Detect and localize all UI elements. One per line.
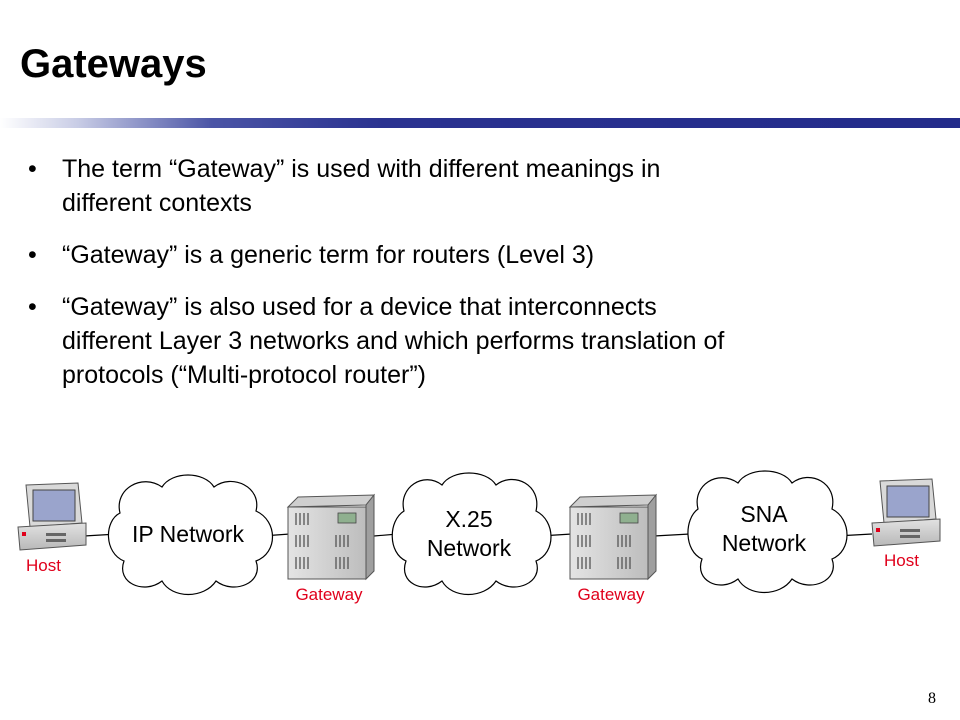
x25-network-cloud	[391, 472, 552, 595]
gateway-server-icon	[286, 493, 376, 581]
gateway-right-label: Gateway	[577, 585, 645, 604]
host-right-label: Host	[884, 551, 919, 570]
bullet-text-line: different Layer 3 networks and which per…	[62, 327, 725, 355]
sna-network-cloud	[687, 470, 848, 593]
host-computer-icon	[871, 478, 941, 547]
bullet-list: • The term “Gateway” is used with differ…	[28, 152, 928, 410]
ip-network-label: IP Network	[132, 521, 245, 547]
x25-network-label-line1: X.25	[445, 506, 492, 532]
bullet-text-line: “Gateway” is also used for a device that…	[62, 293, 657, 321]
bullet-text-line: “Gateway” is a generic term for routers …	[62, 241, 595, 269]
bullet-item: • The term “Gateway” is used with differ…	[28, 152, 928, 220]
title-underline-bar	[0, 118, 960, 128]
bullet-text-line: different contexts	[62, 189, 252, 217]
bullet-text-line: The term “Gateway” is used with differen…	[62, 155, 661, 183]
bullet-text-line: protocols (“Multi-protocol router”)	[62, 361, 426, 389]
link-gateway-sna	[653, 533, 691, 537]
ip-network-cloud	[107, 474, 273, 595]
bullet-dot: •	[28, 155, 37, 183]
host-left-label: Host	[26, 556, 61, 575]
gateway-server-icon	[568, 493, 658, 581]
sna-network-label-line2: Network	[722, 530, 807, 556]
network-diagram: Host IP Network Gateway X.25 Network	[17, 470, 941, 604]
bullet-dot: •	[28, 241, 37, 269]
gateway-left-label: Gateway	[295, 585, 363, 604]
slide-title: Gateways	[20, 42, 207, 86]
bullet-item: • “Gateway” is also used for a device th…	[28, 290, 928, 392]
bullet-item: • “Gateway” is a generic term for router…	[28, 238, 928, 272]
page-number: 8	[928, 690, 936, 707]
bullet-dot: •	[28, 293, 37, 321]
sna-network-label-line1: SNA	[740, 501, 788, 527]
host-computer-icon	[17, 482, 87, 551]
x25-network-label-line2: Network	[427, 535, 512, 561]
